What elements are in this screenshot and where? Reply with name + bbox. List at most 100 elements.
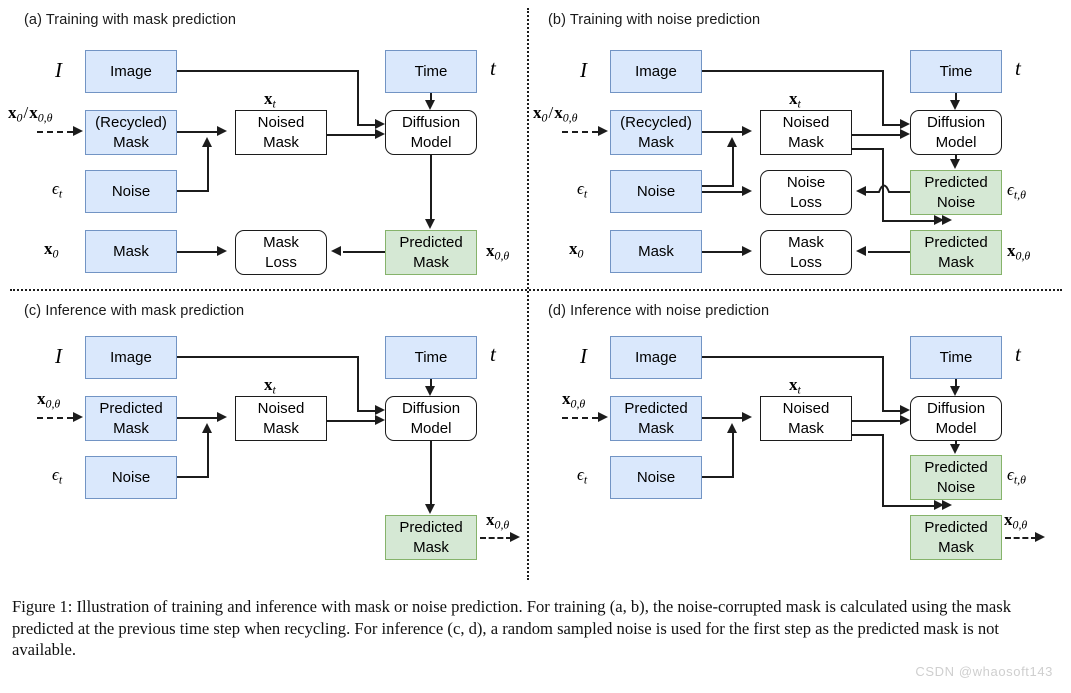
panel-a-wire-noised-to-model: [327, 134, 379, 136]
panel-d-box-image[interactable]: Image: [610, 336, 702, 379]
panel-a-wire-time-v: [430, 93, 432, 102]
panel-c-box-noised-mask[interactable]: Noised Mask: [235, 396, 327, 441]
panel-a-wire-noise-h: [177, 190, 209, 192]
panel-d-box-predicted-mask-in[interactable]: Predicted Mask: [610, 396, 702, 441]
panel-c-label-noised-mask: xt: [264, 375, 276, 397]
panel-c-arrow-dashed-out: [510, 532, 520, 542]
panel-a-label-image: I: [55, 58, 62, 82]
panel-c-box-image[interactable]: Image: [85, 336, 177, 379]
figure-caption: Figure 1: Illustration of training and i…: [12, 597, 1012, 660]
panel-b-wire-image-h2: [882, 124, 904, 126]
panel-c-wire-dashed-out: [480, 537, 512, 539]
panel-b-label-image: I: [580, 58, 587, 82]
panel-d-arrow-noised-to-predmask-2: [942, 500, 952, 510]
panel-a-wire-image-h: [177, 70, 359, 72]
panel-b-wire-noise-to-loss: [702, 191, 744, 193]
panel-b-label-noise: ϵt: [577, 179, 588, 201]
panel-d-wire-image-h2: [882, 410, 904, 412]
panel-b-wire-noised-down-h2: [882, 220, 938, 222]
panel-a-box-predicted-mask[interactable]: Predicted Mask: [385, 230, 477, 275]
panel-b-box-time[interactable]: Time: [910, 50, 1002, 93]
panel-a-box-time[interactable]: Time: [385, 50, 477, 93]
panel-b-label-time: t: [1015, 56, 1021, 80]
panel-b-box-noise-loss[interactable]: Noise Loss: [760, 170, 852, 215]
panel-a-arrow-noised-to-model: [375, 129, 385, 139]
panel-b-arrow-predmask-to-loss: [856, 246, 866, 256]
panel-b-box-noise[interactable]: Noise: [610, 170, 702, 213]
panel-d-wire-noised-down-h2: [882, 505, 938, 507]
panel-b-box-image[interactable]: Image: [610, 50, 702, 93]
panel-d-title: (d) Inference with noise prediction: [548, 303, 770, 319]
panel-c-box-noise[interactable]: Noise: [85, 456, 177, 499]
panel-b-box-mask-loss[interactable]: Mask Loss: [760, 230, 852, 275]
panel-c-box-predicted-mask-in[interactable]: Predicted Mask: [85, 396, 177, 441]
panel-a-box-noise[interactable]: Noise: [85, 170, 177, 213]
panel-c-label-image: I: [55, 344, 62, 368]
panel-b-arrow-prednoise-to-loss: [856, 186, 866, 196]
panel-b-wire-predmask-h: [868, 251, 910, 253]
panel-a-label-recycled-mask: x0/x0,θ: [8, 103, 53, 125]
panel-a-label-time: t: [490, 56, 496, 80]
panel-b-arrow-mask-to-noised: [742, 126, 752, 136]
panel-b-box-noised-mask[interactable]: Noised Mask: [760, 110, 852, 155]
panel-c-title: (c) Inference with mask prediction: [24, 303, 245, 319]
panel-d-box-time[interactable]: Time: [910, 336, 1002, 379]
panel-a-title: (a) Training with mask prediction: [24, 12, 237, 28]
panel-c-arrow-image-to-model: [375, 405, 385, 415]
panel-d-wire-noise-h: [702, 476, 734, 478]
panel-b-box-predicted-mask[interactable]: Predicted Mask: [910, 230, 1002, 275]
panel-d-wire-time-v: [955, 379, 957, 388]
panel-b-box-diffusion-model[interactable]: Diffusion Model: [910, 110, 1002, 155]
panel-c-label-time: t: [490, 342, 496, 366]
panel-d-box-diffusion-model[interactable]: Diffusion Model: [910, 396, 1002, 441]
panel-a-box-noised-mask[interactable]: Noised Mask: [235, 110, 327, 155]
panel-d-label-noised-mask: xt: [789, 375, 801, 397]
panel-d-arrow-noised-to-predmask: [934, 500, 944, 510]
panel-a-box-recycled-mask[interactable]: (Recycled) Mask: [85, 110, 177, 155]
panel-c-box-time[interactable]: Time: [385, 336, 477, 379]
panel-divider-vertical: [527, 8, 529, 580]
panel-c-wire-mask-h: [177, 417, 219, 419]
panel-d-wire-mask-h: [702, 417, 744, 419]
panel-a-box-image[interactable]: Image: [85, 50, 177, 93]
panel-d-box-predicted-mask-out[interactable]: Predicted Mask: [910, 515, 1002, 560]
panel-c-label-noise: ϵt: [52, 465, 63, 487]
panel-a-wire-predmask-h: [343, 251, 385, 253]
panel-b-wire-mask-h: [702, 131, 744, 133]
panel-a-box-diffusion-model[interactable]: Diffusion Model: [385, 110, 477, 155]
panel-b-arrow-gtmask-to-loss: [742, 246, 752, 256]
panel-a-arrow-model-down: [425, 219, 435, 229]
panel-d-label-predicted-noise: ϵt,θ: [1007, 465, 1026, 487]
panel-a-label-gt-mask: x0: [44, 239, 59, 261]
panel-d-box-noised-mask[interactable]: Noised Mask: [760, 396, 852, 441]
panel-b-wire-noise-up-h: [702, 185, 734, 187]
panel-b-box-predicted-noise[interactable]: Predicted Noise: [910, 170, 1002, 215]
panel-a-box-gt-mask[interactable]: Mask: [85, 230, 177, 273]
panel-d-box-noise[interactable]: Noise: [610, 456, 702, 499]
panel-d-arrow-dashed-out: [1035, 532, 1045, 542]
panel-c-arrow-time-down: [425, 386, 435, 396]
panel-c-box-diffusion-model[interactable]: Diffusion Model: [385, 396, 477, 441]
panel-b-arrow-image-to-model: [900, 119, 910, 129]
panel-a-box-mask-loss[interactable]: Mask Loss: [235, 230, 327, 275]
panel-d-box-predicted-noise[interactable]: Predicted Noise: [910, 455, 1002, 500]
panel-c-arrow-mask-to-noised: [217, 412, 227, 422]
panel-d-wire-image-v: [882, 356, 884, 411]
panel-c-wire-image-h2: [357, 410, 379, 412]
panel-b-box-recycled-mask[interactable]: (Recycled) Mask: [610, 110, 702, 155]
panel-b-arrow-noise-to-loss: [742, 186, 752, 196]
panel-d-arrow-noise-up: [727, 423, 737, 433]
panel-c-box-predicted-mask-out[interactable]: Predicted Mask: [385, 515, 477, 560]
panel-d-label-predicted-mask-out: x0,θ: [1004, 510, 1028, 532]
panel-c-arrow-model-down: [425, 504, 435, 514]
panel-d-arrow-mask-to-noised: [742, 412, 752, 422]
panel-a-arrow-noise-up: [202, 137, 212, 147]
panel-b-wire-time-v: [955, 93, 957, 102]
panel-c-wire-time-v: [430, 379, 432, 388]
panel-b-box-gt-mask[interactable]: Mask: [610, 230, 702, 273]
panel-b-wire-model-to-prednoise: [955, 155, 957, 161]
panel-c-wire-image-v: [357, 356, 359, 411]
panel-d-wire-noised-down-v: [882, 434, 884, 507]
panel-d-label-image: I: [580, 344, 587, 368]
panel-b-label-noised-mask: xt: [789, 89, 801, 111]
